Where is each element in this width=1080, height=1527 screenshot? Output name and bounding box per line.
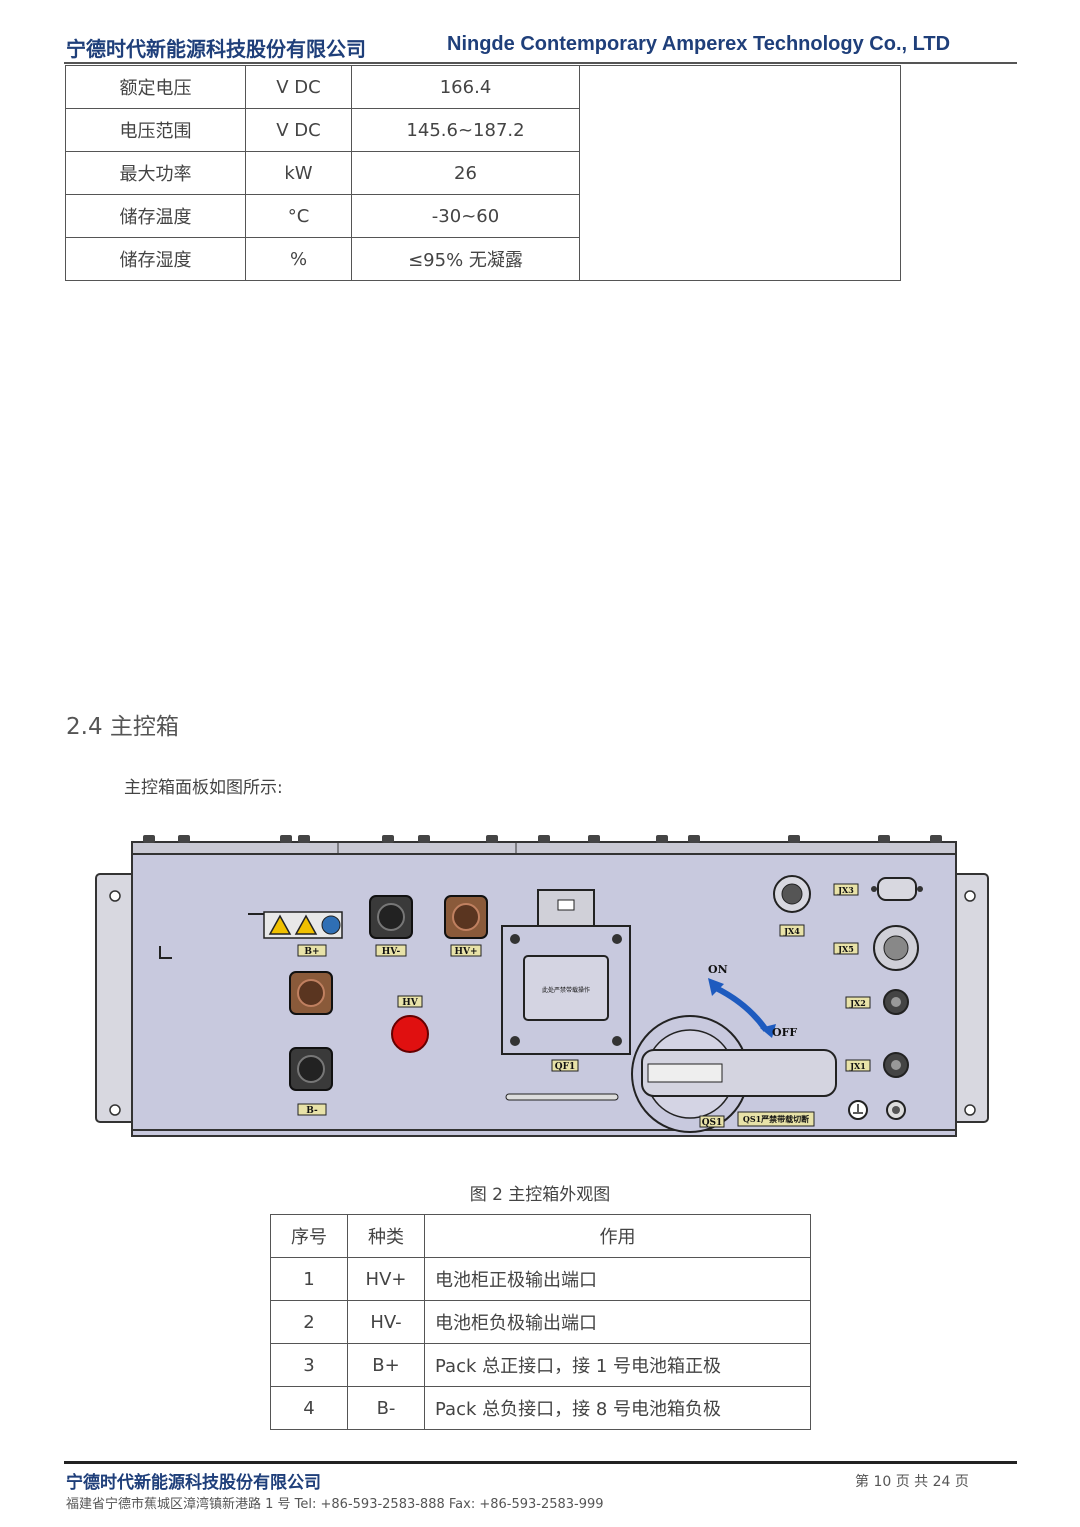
spec-unit: kW — [245, 151, 352, 195]
header-divider — [64, 62, 1017, 64]
qs1-note: QS1严禁带载切断 — [743, 1114, 809, 1124]
jx3-connector — [877, 877, 917, 901]
table-row: 4 B- Pack 总负接口，接 8 号电池箱负极 — [270, 1386, 811, 1430]
spec-unit: V DC — [245, 108, 352, 152]
on-label: ON — [708, 963, 728, 976]
spec-table: 额定电压 V DC 166.4 电压范围 V DC 145.6~187.2 最大… — [65, 65, 901, 281]
jx2-label: JX2 — [849, 998, 866, 1008]
spec-value: 26 — [351, 151, 580, 195]
port-desc: 电池柜正极输出端口 — [424, 1257, 811, 1301]
table-row: 1 HV+ 电池柜正极输出端口 — [270, 1257, 811, 1301]
b-plus-label: B+ — [304, 947, 319, 957]
port-desc: Pack 总负接口，接 8 号电池箱负极 — [424, 1386, 811, 1430]
qf1-label: QF1 — [555, 1062, 576, 1072]
port-no: 2 — [270, 1300, 348, 1344]
spec-blank-cell — [579, 65, 901, 281]
jx4-label: JX4 — [783, 926, 800, 936]
spec-name: 额定电压 — [65, 65, 246, 109]
port-desc: 电池柜负极输出端口 — [424, 1300, 811, 1344]
hv-plus-label: HV+ — [454, 947, 477, 957]
spec-name: 最大功率 — [65, 151, 246, 195]
port-type: HV- — [347, 1300, 425, 1344]
section-title: 2.4 主控箱 — [66, 714, 179, 740]
port-type: B- — [347, 1386, 425, 1430]
header-company-en: Ningde Contemporary Amperex Technology C… — [447, 33, 951, 55]
control-box-panel-figure: HV- HV+ B+ B- HV 此处严禁带载操作 QF1 ON OFF QS1… — [95, 835, 989, 1137]
port-type: B+ — [347, 1343, 425, 1387]
table-header-row: 序号 种类 作用 — [270, 1214, 811, 1258]
off-label: OFF — [772, 1026, 797, 1039]
hv-indicator-label: HV — [402, 998, 419, 1008]
spec-name: 电压范围 — [65, 108, 246, 152]
table-row: 电压范围 V DC 145.6~187.2 — [65, 108, 901, 152]
table-row: 2 HV- 电池柜负极输出端口 — [270, 1300, 811, 1344]
breaker-note: 此处严禁带载操作 — [542, 986, 590, 994]
page-number: 第 10 页 共 24 页 — [855, 1474, 969, 1490]
qs1-handle[interactable] — [641, 1049, 837, 1097]
spec-value: ≤95% 无凝露 — [351, 237, 580, 281]
footer-divider — [64, 1461, 1017, 1464]
port-type: HV+ — [347, 1257, 425, 1301]
b-minus-label: B- — [306, 1106, 318, 1116]
port-no: 1 — [270, 1257, 348, 1301]
header-company-cn: 宁德时代新能源科技股份有限公司 — [66, 37, 366, 61]
warning-icon — [268, 914, 292, 935]
table-row: 3 B+ Pack 总正接口，接 1 号电池箱正极 — [270, 1343, 811, 1387]
spec-unit: % — [245, 237, 352, 281]
spec-value: -30~60 — [351, 194, 580, 238]
table-row: 储存温度 °C -30~60 — [65, 194, 901, 238]
info-icon — [321, 915, 341, 935]
section-intro: 主控箱面板如图所示: — [124, 778, 283, 798]
jx1-label: JX1 — [849, 1061, 866, 1071]
jx3-label: JX3 — [837, 885, 854, 895]
spec-value: 166.4 — [351, 65, 580, 109]
table-row: 储存湿度 % ≤95% 无凝露 — [65, 237, 901, 281]
port-desc: Pack 总正接口，接 1 号电池箱正极 — [424, 1343, 811, 1387]
spec-name: 储存湿度 — [65, 237, 246, 281]
figure-caption: 图 2 主控箱外观图 — [469, 1185, 611, 1205]
warning-icon — [294, 914, 318, 935]
footer-company-cn: 宁德时代新能源科技股份有限公司 — [66, 1473, 321, 1493]
hv-minus-label: HV- — [382, 947, 401, 957]
spec-unit: °C — [245, 194, 352, 238]
table-row: 额定电压 V DC 166.4 — [65, 65, 901, 281]
hv-indicator-light — [391, 1015, 429, 1053]
footer-address: 福建省宁德市蕉城区漳湾镇新港路 1 号 Tel: +86-593-2583-88… — [66, 1497, 604, 1512]
ports-table: 序号 种类 作用 1 HV+ 电池柜正极输出端口 2 HV- 电池柜负极输出端口… — [270, 1214, 811, 1430]
port-no: 4 — [270, 1386, 348, 1430]
column-header-type: 种类 — [347, 1214, 425, 1258]
spec-unit: V DC — [245, 65, 352, 109]
port-no: 3 — [270, 1343, 348, 1387]
spec-value: 145.6~187.2 — [351, 108, 580, 152]
column-header-no: 序号 — [270, 1214, 348, 1258]
qs1-label: QS1 — [702, 1118, 723, 1128]
spec-name: 储存温度 — [65, 194, 246, 238]
jx5-label: JX5 — [837, 944, 854, 954]
table-row: 最大功率 kW 26 — [65, 151, 901, 195]
column-header-function: 作用 — [424, 1214, 811, 1258]
